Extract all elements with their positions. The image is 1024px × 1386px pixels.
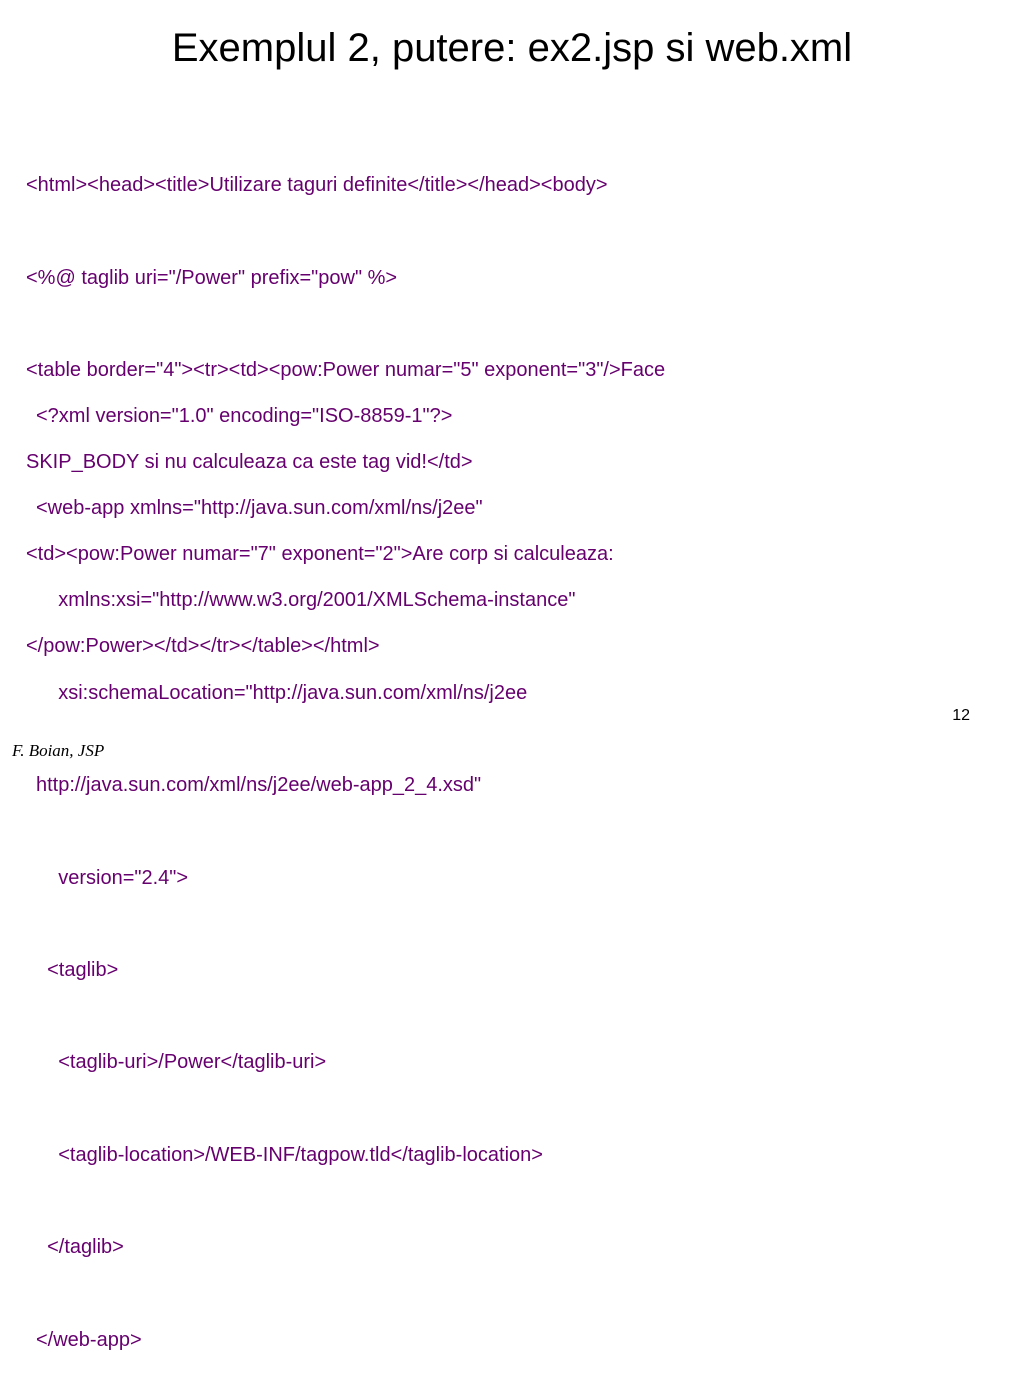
xml-code-line: xsi:schemaLocation="http://java.sun.com/… [36, 681, 528, 704]
xml-code-line: </taglib> [36, 1236, 124, 1259]
jsp-code-line: </pow:Power></td></tr></table></html> [26, 634, 380, 657]
jsp-code-line: <html><head><title>Utilizare taguri defi… [26, 174, 608, 197]
xml-code-line: <taglib-uri>/Power</taglib-uri> [36, 1051, 327, 1074]
xml-code-line: xmlns:xsi="http://www.w3.org/2001/XMLSch… [36, 589, 576, 612]
jsp-code-line: <table border="4"><tr><td><pow:Power num… [26, 358, 666, 381]
xml-code-line: <web-app xmlns="http://java.sun.com/xml/… [36, 496, 483, 519]
page-number: 12 [952, 707, 970, 724]
jsp-code-line: <%@ taglib uri="/Power" prefix="pow" %> [26, 266, 398, 289]
jsp-code-line: SKIP_BODY si nu calculeaza ca este tag v… [26, 450, 473, 473]
jsp-code-block: <html><head><title>Utilizare taguri defi… [26, 109, 665, 692]
xml-code-line: <taglib> [36, 958, 119, 981]
jsp-code-line: <td><pow:Power numar="7" exponent="2">Ar… [26, 542, 614, 565]
xml-code-line: http://java.sun.com/xml/ns/j2ee/web-app_… [36, 774, 482, 797]
xml-code-block: <?xml version="1.0" encoding="ISO-8859-1… [36, 339, 575, 1386]
footer-author: F. Boian, JSP [12, 741, 105, 760]
xml-code-line: </web-app> [36, 1328, 142, 1351]
slide-title: Exemplul 2, putere: ex2.jsp si web.xml [171, 26, 853, 70]
xml-code-line: <?xml version="1.0" encoding="ISO-8859-1… [36, 404, 453, 427]
xml-code-line: version="2.4"> [36, 866, 189, 889]
xml-code-line: <taglib-location>/WEB-INF/tagpow.tld</ta… [36, 1143, 543, 1166]
